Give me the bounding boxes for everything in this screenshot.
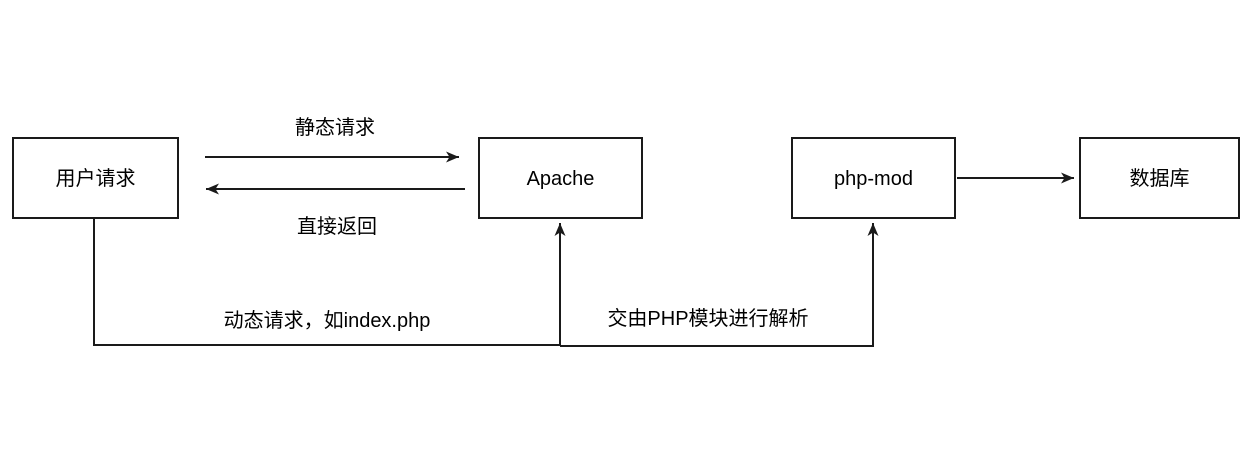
node-php-mod-label: php-mod xyxy=(834,168,913,190)
node-database-label: 数据库 xyxy=(1130,167,1190,190)
edge-label-static-request: 静态请求 xyxy=(295,116,375,139)
node-user-request-box xyxy=(12,137,179,219)
arrow-dynamic-request xyxy=(93,219,566,346)
arrow-php-parse xyxy=(560,223,879,347)
node-apache-label: Apache xyxy=(527,168,595,190)
node-apache-box xyxy=(478,137,643,219)
node-user-request-label: 用户请求 xyxy=(56,167,136,190)
node-database-box xyxy=(1079,137,1240,219)
edge-label-php-parse: 交由PHP模块进行解析 xyxy=(607,307,808,330)
edge-label-dynamic-request: 动态请求，如index.php xyxy=(224,309,431,332)
node-php-mod-box xyxy=(791,137,956,219)
edge-label-direct-return: 直接返回 xyxy=(297,215,377,238)
